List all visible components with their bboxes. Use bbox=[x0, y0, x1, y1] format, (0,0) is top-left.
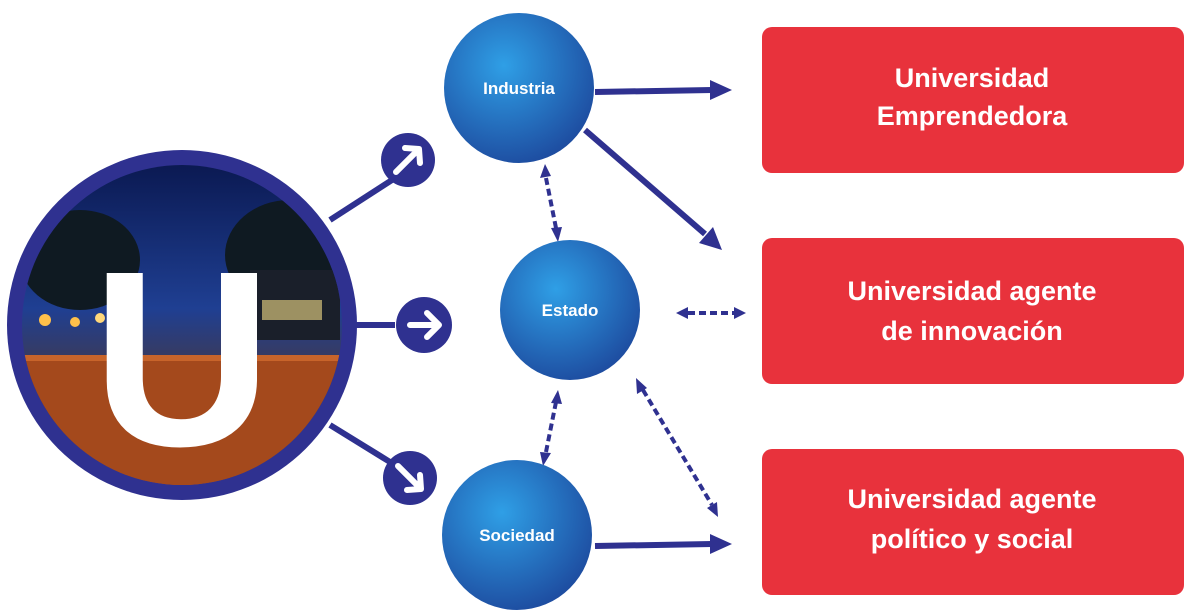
campus-photo bbox=[22, 165, 342, 485]
dashed-arrow-industria-estado bbox=[540, 164, 562, 242]
node-estado: Estado bbox=[500, 240, 640, 380]
node-industria-label: Industria bbox=[483, 79, 555, 98]
box-universidad-emprendedora: Universidad Emprendedora bbox=[762, 27, 1184, 173]
box-politico-line-1: Universidad agente bbox=[847, 484, 1096, 514]
dashed-arrow-estado-sociedad bbox=[540, 390, 562, 466]
connector-line bbox=[328, 422, 392, 465]
arrow-down-right-icon bbox=[383, 451, 437, 505]
node-industria: Industria bbox=[444, 13, 594, 163]
dashed-arrow-estado-innovacion bbox=[676, 307, 746, 319]
university-logo-circle: U bbox=[7, 150, 357, 500]
node-estado-label: Estado bbox=[542, 301, 599, 320]
box-politico-line-2: político y social bbox=[871, 524, 1074, 554]
arrow-right-icon bbox=[396, 297, 452, 353]
arrow-industria-to-emprendedora bbox=[594, 80, 732, 100]
box-innovacion-line-1: Universidad agente bbox=[847, 276, 1096, 306]
arrow-sociedad-to-politico bbox=[594, 534, 732, 554]
node-sociedad-label: Sociedad bbox=[479, 526, 555, 545]
arrow-up-right-icon bbox=[381, 133, 435, 187]
connector-line bbox=[328, 177, 394, 223]
arrow-industria-to-innovacion bbox=[583, 127, 722, 250]
node-sociedad: Sociedad bbox=[442, 460, 592, 610]
box-emprendedora-line-2: Emprendedora bbox=[877, 101, 1069, 131]
dashed-arrow-estado-politico bbox=[636, 378, 718, 517]
logo-letter: U bbox=[92, 219, 273, 498]
box-innovacion-line-2: de innovación bbox=[881, 316, 1063, 346]
box-universidad-politico-social: Universidad agente político y social bbox=[762, 449, 1184, 595]
box-emprendedora-line-1: Universidad bbox=[895, 63, 1050, 93]
box-universidad-innovacion: Universidad agente de innovación bbox=[762, 238, 1184, 384]
